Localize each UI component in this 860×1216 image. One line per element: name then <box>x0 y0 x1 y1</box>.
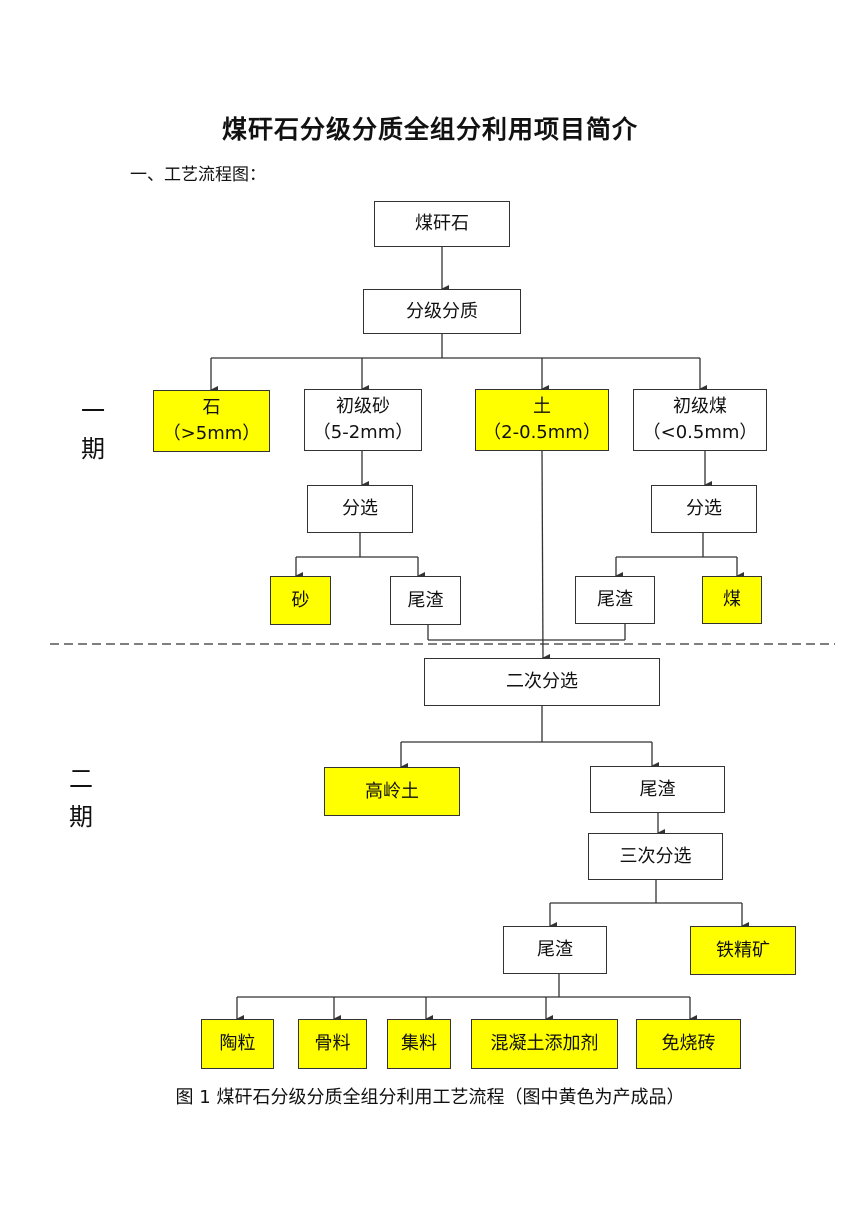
node-iron-concentrate-label: 铁精矿 <box>716 939 770 961</box>
node-coarse-sand: 初级砂 （5-2mm） <box>304 389 422 451</box>
node-coal-gangue: 煤矸石 <box>374 201 510 247</box>
figure-caption: 图 1 煤矸石分级分质全组分利用工艺流程（图中黄色为产成品） <box>175 1087 685 1108</box>
node-ceramsite-label: 陶粒 <box>219 1033 256 1054</box>
node-coal: 煤 <box>702 576 762 624</box>
node-sand: 砂 <box>270 576 331 625</box>
node-kaolin: 高岭土 <box>324 767 460 816</box>
node-tertiary-sort: 三次分选 <box>588 833 723 880</box>
node-concrete-additive-label: 混凝土添加剂 <box>490 1033 599 1054</box>
node-iron-concentrate: 铁精矿 <box>690 926 796 975</box>
node-stone: 石 （>5mm） <box>153 390 270 452</box>
node-tailings-3: 尾渣 <box>590 766 725 813</box>
phase-one-label: 一 期 <box>78 392 108 468</box>
document-title: 煤矸石分级分质全组分利用项目简介 <box>221 115 638 144</box>
phase-one-char-1: 一 <box>81 397 105 425</box>
node-tailings-2-label: 尾渣 <box>597 589 633 610</box>
node-sort-left: 分选 <box>307 485 413 533</box>
node-coarse-coal-size: （<0.5mm） <box>642 422 758 443</box>
node-tailings-4: 尾渣 <box>503 926 607 974</box>
node-soil-size: （2-0.5mm） <box>483 422 601 443</box>
node-coarse-coal: 初级煤 （<0.5mm） <box>633 389 767 451</box>
phase-one-char-2: 期 <box>81 435 105 463</box>
node-coarse-coal-label: 初级煤 <box>673 396 727 417</box>
phase-two-char-2: 期 <box>69 803 93 831</box>
section-heading: 一、工艺流程图： <box>130 165 266 185</box>
node-soil-label: 土 <box>533 396 551 417</box>
node-secondary-sort: 二次分选 <box>424 658 660 706</box>
node-secondary-sort-label: 二次分选 <box>506 671 578 692</box>
node-coal-gangue-label: 煤矸石 <box>415 213 469 234</box>
node-coal-label: 煤 <box>723 589 741 610</box>
node-sort-right: 分选 <box>651 485 757 533</box>
node-unfired-brick-label: 免烧砖 <box>661 1033 716 1054</box>
node-ceramsite: 陶粒 <box>201 1019 274 1069</box>
node-coarse-sand-label: 初级砂 <box>336 396 390 417</box>
node-soil: 土 （2-0.5mm） <box>475 389 609 451</box>
node-sort-left-label: 分选 <box>342 498 378 519</box>
node-tailings-1: 尾渣 <box>390 576 461 625</box>
node-unfired-brick: 免烧砖 <box>636 1019 741 1069</box>
node-tailings-4-label: 尾渣 <box>537 939 573 960</box>
node-sort-right-label: 分选 <box>686 498 722 519</box>
node-sand-label: 砂 <box>291 589 310 611</box>
node-grading-label: 分级分质 <box>406 300 478 322</box>
node-stone-label: 石 <box>202 397 221 418</box>
node-stone-size: （>5mm） <box>162 423 261 444</box>
node-tertiary-sort-label: 三次分选 <box>619 845 692 867</box>
node-aggregate-label: 集料 <box>401 1033 437 1054</box>
node-coarse-sand-size: （5-2mm） <box>312 422 414 443</box>
node-tailings-3-label: 尾渣 <box>639 778 676 800</box>
node-kaolin-label: 高岭土 <box>365 780 419 802</box>
node-aggregate-bone-label: 骨料 <box>314 1033 351 1054</box>
phase-two-label: 二 期 <box>66 760 96 836</box>
node-aggregate: 集料 <box>387 1019 451 1069</box>
node-tailings-2: 尾渣 <box>575 576 655 624</box>
node-grading: 分级分质 <box>363 289 521 334</box>
node-tailings-1-label: 尾渣 <box>407 589 444 611</box>
node-aggregate-bone: 骨料 <box>298 1019 367 1069</box>
phase-two-char-1: 二 <box>69 765 93 793</box>
node-concrete-additive: 混凝土添加剂 <box>471 1019 618 1069</box>
